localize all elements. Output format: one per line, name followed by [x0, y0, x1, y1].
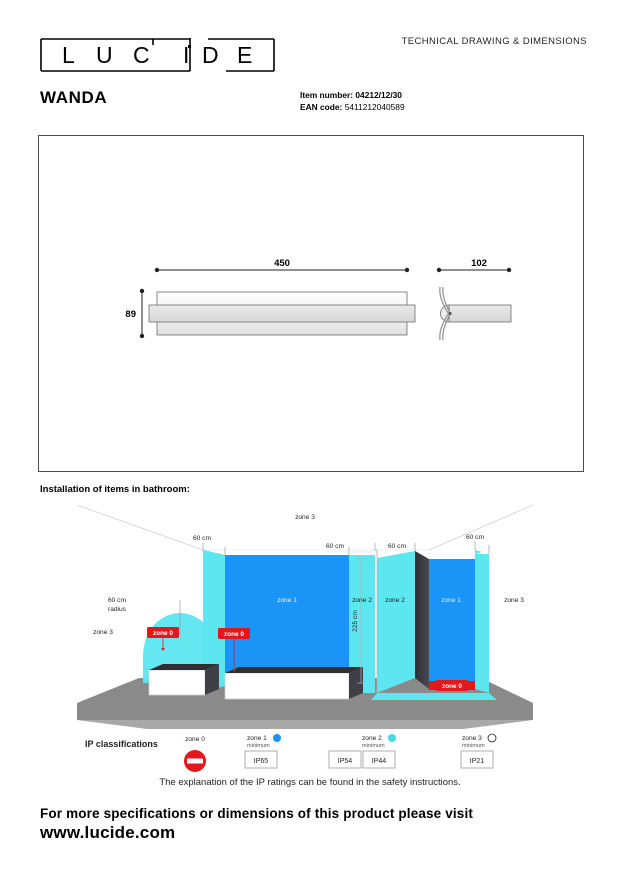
zone1-color-dot-icon [273, 734, 281, 742]
measure-225cm-left: 225 cm [352, 610, 359, 632]
ip-zone-3-name: zone 3 [462, 735, 482, 742]
zone1-right-label: zone 1 [441, 597, 461, 604]
logo-letter-u: U [96, 42, 113, 68]
lucide-logo: L U C I D E [40, 38, 275, 72]
zone3-left-label: zone 3 [93, 629, 113, 636]
ip-zone-1: zone 1 minimum IP65 [244, 734, 281, 769]
bathroom-zone-diagram: 60 cm 60 cm 60 cm 60 cm 225 cm [77, 503, 533, 720]
zone0-bath-label: zone 0 [224, 631, 244, 638]
zone2-left-label: zone 2 [352, 597, 372, 604]
logo-letter-c: C [133, 42, 150, 68]
logo-letter-e: E [237, 42, 252, 68]
ip-zone-3-rating-0: IP21 [470, 758, 485, 765]
document-type-title: TECHNICAL DRAWING & DIMENSIONS [401, 36, 587, 47]
ip-zone-1-rating-0: IP65 [254, 758, 269, 765]
prohibited-icon [184, 750, 206, 772]
ip-zone-2-rating-0: IP54 [338, 758, 353, 765]
dimension-depth-label: 102 [471, 258, 487, 269]
item-number-label: Item number: [300, 90, 354, 100]
ip-zone-0-name: zone 0 [185, 736, 205, 743]
measure-60cm-d: 60 cm [466, 534, 484, 541]
lucide-logo-svg: L U C I D E [40, 38, 275, 72]
zone0-shower-label: zone 0 [442, 683, 462, 690]
zone0-bath-badge: zone 0 [218, 628, 250, 672]
zone0-basin-badge: zone 0 [147, 627, 179, 651]
logo-letter-l: L [62, 42, 75, 68]
ip-zone-2: zone 2 minimum IP54 IP44 [328, 734, 396, 769]
product-name: WANDA [40, 88, 108, 107]
radius-label-line1: 60 cm [108, 597, 126, 604]
zone3-right-label: zone 3 [504, 597, 524, 604]
logo-letter-d: D [202, 42, 219, 68]
bathroom-zone-svg: 60 cm 60 cm 60 cm 60 cm 225 cm [77, 503, 533, 720]
zone1-left-label: zone 1 [277, 597, 297, 604]
ip-explanation-text: The explanation of the IP ratings can be… [159, 777, 461, 788]
measure-60cm-a: 60 cm [193, 535, 211, 542]
item-number-row: Item number: 04212/12/30 [300, 90, 405, 102]
ip-classifications-panel: IP classifications zone 0 zone 1 minimum… [77, 720, 533, 775]
logo-letter-i: I [183, 42, 189, 68]
footer-cta-line1: For more specifications or dimensions of… [40, 806, 473, 821]
ip-classifications-title: IP classifications [85, 739, 158, 749]
zone2-color-dot-icon [388, 734, 396, 742]
zone0-shower-badge: zone 0 [436, 680, 468, 691]
ip-zone-3-minimum: minimum [462, 743, 485, 749]
ean-code-label: EAN code: [300, 101, 343, 112]
ip-zone-2-rating-1: IP44 [372, 758, 387, 765]
ip-zone-2-minimum: minimum [362, 743, 385, 749]
footer-website-url: www.lucide.com [40, 823, 176, 842]
measure-60cm-c: 60 cm [388, 543, 406, 550]
dimension-width-label: 450 [274, 258, 290, 269]
zone2-right-label: zone 2 [385, 597, 405, 604]
bathroom-section-title: Installation of items in bathroom: [40, 484, 190, 495]
zone0-basin-label: zone 0 [153, 630, 173, 637]
product-codes: Item number: 04212/12/30 EAN code: 54112… [300, 90, 405, 113]
ean-code-row: EAN code: 5411212040589 [300, 102, 405, 114]
radius-label-line2: radius [108, 606, 127, 613]
ip-zone-2-name: zone 2 [362, 735, 382, 742]
technical-drawing-svg: 450 89 102 [125, 258, 512, 341]
item-number-value: 04212/12/30 [355, 90, 402, 100]
ean-code-value: 5411212040589 [344, 101, 405, 112]
measure-60cm-b: 60 cm [326, 543, 344, 550]
ip-zone-1-name: zone 1 [247, 735, 267, 742]
ip-classifications-svg: IP classifications zone 0 zone 1 minimum… [77, 720, 533, 772]
zone3-top-label: zone 3 [295, 514, 315, 521]
dimension-height-label: 89 [125, 309, 136, 320]
technical-drawing-panel: 450 89 102 [38, 135, 584, 472]
ip-zone-1-minimum: minimum [247, 743, 270, 749]
ip-zone-3: zone 3 minimum IP21 [460, 733, 497, 769]
zone3-color-dot-icon [487, 733, 497, 743]
ip-zone-0: zone 0 [184, 736, 206, 772]
